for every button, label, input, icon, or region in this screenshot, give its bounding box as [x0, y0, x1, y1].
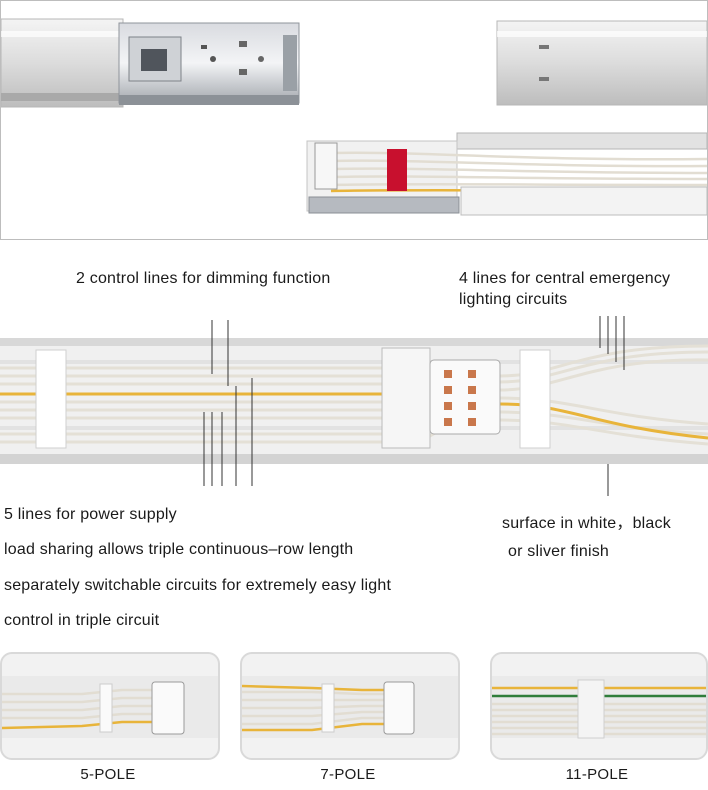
surface-finish-label-line1: surface in white，black: [502, 515, 671, 532]
surface-finish-label-line2: or sliver finish: [508, 543, 610, 560]
variant-label-7-pole: 7-POLE: [320, 766, 376, 783]
variant-thumbnail-5-pole: [0, 652, 220, 760]
rail-joiner-illustration: [1, 18, 707, 216]
variant-label-5-pole: 5-POLE: [80, 766, 136, 783]
emergency-lines-label-line2: lighting circuits: [459, 291, 568, 308]
power-lines-label: 5 lines for power supply: [4, 506, 177, 523]
load-sharing-label: load sharing allows triple continuous–ro…: [4, 541, 354, 558]
switchable-circuits-label-line1: separately switchable circuits for extre…: [4, 577, 392, 594]
variant-thumbnail-11-pole: [490, 652, 708, 760]
rail-wiring-diagram: [0, 316, 708, 496]
switchable-circuits-label-line2: control in triple circuit: [4, 612, 160, 629]
control-lines-label: 2 control lines for dimming function: [76, 270, 331, 287]
variant-label-11-pole: 11-POLE: [565, 766, 629, 783]
top-product-photo-panel: [0, 0, 708, 240]
emergency-lines-label-line1: 4 lines for central emergency: [459, 270, 671, 287]
variant-thumbnail-7-pole: [240, 652, 460, 760]
